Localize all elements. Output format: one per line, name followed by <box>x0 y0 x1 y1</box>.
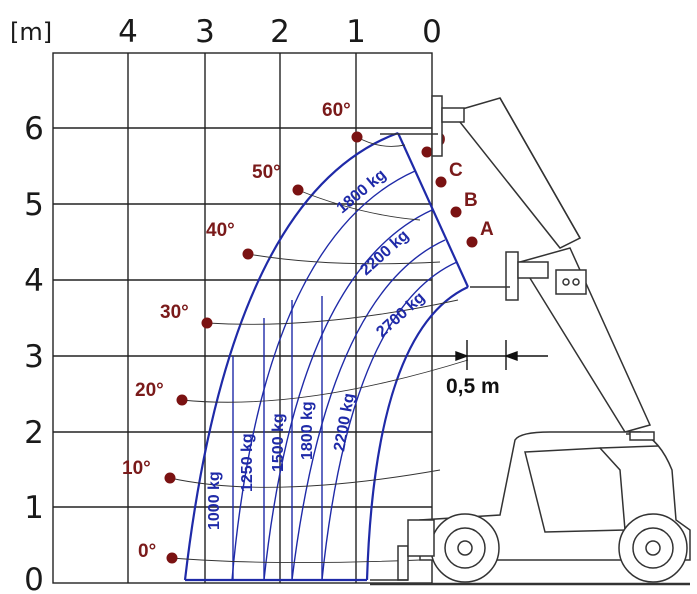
position-markers <box>421 146 478 248</box>
load-label-2700-d: 2700 kg <box>373 289 428 341</box>
angle-label-50: 50° <box>252 162 281 183</box>
ground-fork <box>370 519 435 581</box>
angle-dot-50 <box>292 184 304 196</box>
telehandler-machine <box>370 95 691 586</box>
x-tick-4: 4 <box>118 14 138 50</box>
y-tick-2: 2 <box>24 415 44 451</box>
x-tick-1: 1 <box>346 14 366 50</box>
dimension-label: 0,5 m <box>446 375 500 398</box>
position-label-c: C <box>449 160 463 181</box>
zone-arc-1800 <box>291 239 446 581</box>
unit-label: [m] <box>10 18 52 46</box>
load-label-1800-d: 1800 kg <box>334 166 390 217</box>
position-dot-a <box>466 236 478 248</box>
angle-markers <box>164 131 363 564</box>
envelope-inner-arc <box>365 286 469 581</box>
x-tick-2: 2 <box>270 14 290 50</box>
angle-dot-10 <box>164 472 176 484</box>
x-tick-3: 3 <box>195 14 215 50</box>
middle-boom <box>470 247 652 433</box>
angle-dot-0 <box>166 552 178 564</box>
load-label-2200-d: 2200 kg <box>357 227 412 279</box>
y-tick-4: 4 <box>24 263 44 299</box>
angle-dot-30 <box>201 317 213 329</box>
zone-arc-2200 <box>321 261 458 581</box>
envelope-top-edge <box>396 132 470 288</box>
position-dot-b <box>450 206 462 218</box>
position-dot-d <box>421 146 433 158</box>
angle-dot-40 <box>242 248 254 260</box>
zone-arc-1250 <box>231 170 416 581</box>
y-tick-1: 1 <box>24 490 44 526</box>
angle-dot-60 <box>351 131 363 143</box>
y-tick-5: 5 <box>24 187 44 223</box>
wheels <box>430 513 688 583</box>
y-tick-3: 3 <box>24 339 44 375</box>
load-envelope <box>183 131 470 582</box>
y-tick-6: 6 <box>24 111 44 147</box>
load-label-1250: 1250 kg <box>239 433 256 492</box>
angle-rays <box>169 136 469 564</box>
angle-label-20: 20° <box>135 380 164 401</box>
envelope-outer-arc <box>183 131 399 581</box>
y-tick-0: 0 <box>24 562 44 594</box>
angle-label-10: 10° <box>122 458 151 479</box>
angle-label-60: 60° <box>322 100 351 121</box>
load-label-2200-v: 2200 kg <box>331 392 358 453</box>
dimension-marker <box>432 340 548 370</box>
angle-label-0: 0° <box>138 541 156 562</box>
angle-dot-20 <box>176 394 188 406</box>
angle-label-40: 40° <box>206 220 235 241</box>
position-dot-c <box>435 176 447 188</box>
front-wheel <box>430 513 500 583</box>
x-tick-0: 0 <box>422 14 442 50</box>
position-label-a: A <box>480 219 494 240</box>
angle-label-30: 30° <box>160 302 189 323</box>
position-label-b: B <box>464 190 478 211</box>
rear-wheel <box>618 513 688 583</box>
load-label-1800-v: 1800 kg <box>299 401 316 460</box>
load-label-1000: 1000 kg <box>206 471 223 530</box>
upper-boom <box>380 95 582 249</box>
load-label-1500: 1500 kg <box>270 413 287 472</box>
